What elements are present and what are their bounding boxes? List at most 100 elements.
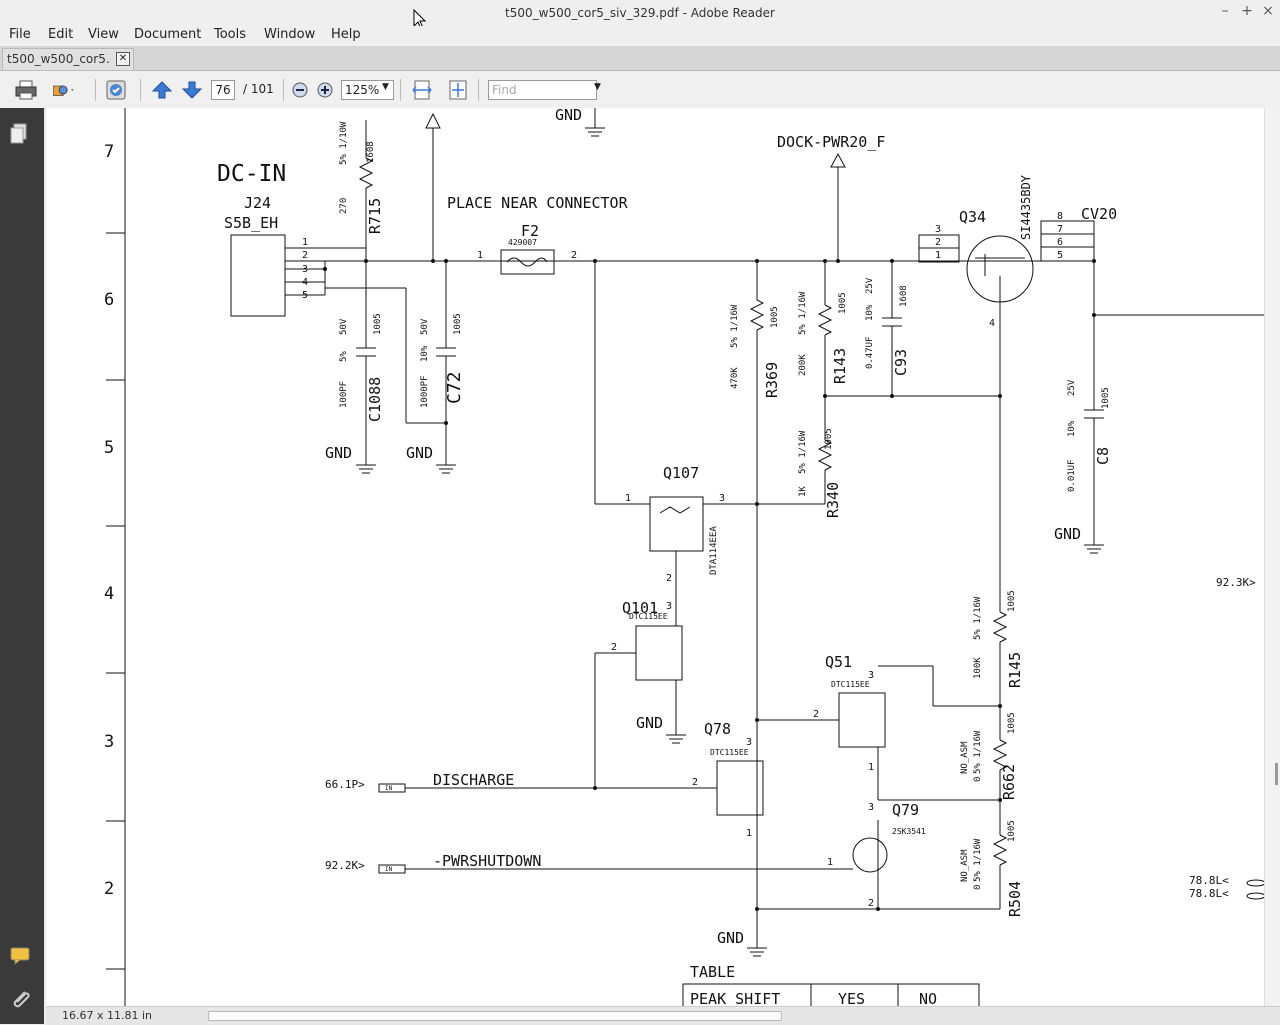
zoom-level-select[interactable]: 125% xyxy=(341,80,394,100)
document-tab-label: t500_w500_cor5... xyxy=(7,52,111,66)
c72-label: C72 xyxy=(444,371,465,404)
menu-file[interactable]: File xyxy=(9,27,31,42)
pages-panel-icon[interactable] xyxy=(9,122,31,146)
svg-text:1005: 1005 xyxy=(1007,712,1017,734)
find-options-icon[interactable]: ▼ xyxy=(594,82,601,92)
print-icon[interactable] xyxy=(14,79,38,101)
menu-tools[interactable]: Tools xyxy=(214,27,247,42)
menu-view[interactable]: View xyxy=(88,27,119,42)
svg-text:1005: 1005 xyxy=(1101,387,1111,409)
f2-label: F2 xyxy=(521,222,539,240)
fit-page-icon[interactable] xyxy=(446,79,470,101)
gnd-label: GND xyxy=(325,444,352,462)
page-total: / 101 xyxy=(243,82,274,96)
svg-text:200K: 200K xyxy=(798,354,808,376)
menu-help[interactable]: Help xyxy=(331,27,361,42)
navigation-panel xyxy=(0,108,44,1024)
chevron-down-icon[interactable]: ▼ xyxy=(382,82,389,92)
r715-label: R715 xyxy=(366,198,384,234)
svg-text:0: 0 xyxy=(973,777,983,782)
svg-text:50V: 50V xyxy=(420,318,430,335)
row-number: 5 xyxy=(104,438,114,458)
j24-label: J24 xyxy=(244,194,271,212)
svg-text:1005: 1005 xyxy=(770,306,780,328)
page-size-label: 16.67 x 11.81 in xyxy=(62,1009,153,1022)
row-number: 6 xyxy=(104,290,114,310)
collaborate-icon[interactable] xyxy=(104,79,128,101)
q34-label: Q34 xyxy=(959,208,986,226)
svg-text:1005: 1005 xyxy=(373,313,383,335)
vertical-scrollbar[interactable] xyxy=(1264,108,1280,1006)
menu-window[interactable]: Window xyxy=(264,27,316,42)
svg-text:3: 3 xyxy=(302,264,308,275)
toolbar-separator xyxy=(283,79,284,101)
minimize-icon[interactable]: – xyxy=(1221,3,1229,19)
svg-text:1005: 1005 xyxy=(824,428,834,450)
svg-text:5% 1/10W: 5% 1/10W xyxy=(339,121,349,165)
zoom-in-icon[interactable] xyxy=(313,79,337,101)
comments-panel-icon[interactable] xyxy=(9,946,33,966)
pin-number: 1 xyxy=(302,237,308,248)
zoom-out-icon[interactable] xyxy=(288,79,312,101)
share-icon[interactable] xyxy=(52,79,76,101)
place-near-label: PLACE NEAR CONNECTOR xyxy=(447,194,629,212)
gnd-label: GND xyxy=(555,108,582,124)
row-number: 2 xyxy=(104,879,114,899)
svg-text:3: 3 xyxy=(746,737,752,748)
gnd-label: GND xyxy=(717,929,744,947)
off-page-ref: 92.2K> xyxy=(325,859,365,872)
next-page-icon[interactable] xyxy=(180,79,204,101)
tab-close-icon[interactable]: ✕ xyxy=(116,52,130,66)
svg-text:2: 2 xyxy=(868,898,874,909)
menu-edit[interactable]: Edit xyxy=(48,27,74,42)
table-title: TABLE xyxy=(690,963,735,981)
dta114-label: DTA114EEA xyxy=(709,526,719,575)
c1088-label: C1088 xyxy=(366,377,384,422)
q107-label: Q107 xyxy=(663,464,699,482)
part-label: DTC115EE xyxy=(710,748,749,757)
svg-text:5% 1/16W: 5% 1/16W xyxy=(973,838,983,882)
find-input[interactable]: Find xyxy=(488,80,597,100)
document-tab[interactable]: t500_w500_cor5... ✕ xyxy=(2,48,134,70)
row-number: 4 xyxy=(104,584,114,604)
svg-text:2: 2 xyxy=(935,237,941,248)
menu-bar: File Edit View Document Tools Window Hel… xyxy=(0,26,1280,46)
close-icon[interactable]: × xyxy=(1262,3,1274,19)
discharge-label: DISCHARGE xyxy=(433,771,514,789)
svg-text:10%: 10% xyxy=(865,304,875,321)
svg-text:3: 3 xyxy=(719,493,725,504)
svg-text:10%: 10% xyxy=(420,345,430,362)
part-label: 2SK3541 xyxy=(892,827,926,836)
svg-text:2: 2 xyxy=(611,642,617,653)
off-page-ref: 78.8L< xyxy=(1189,874,1229,887)
svg-text:7: 7 xyxy=(1057,224,1063,235)
toolbar-separator xyxy=(478,79,479,101)
horizontal-scrollbar[interactable] xyxy=(208,1011,782,1021)
menu-document[interactable]: Document xyxy=(134,27,202,42)
svg-text:1: 1 xyxy=(477,250,483,261)
maximize-icon[interactable]: + xyxy=(1241,3,1253,19)
page-number-input[interactable]: 76 xyxy=(211,80,235,100)
svg-text:25V: 25V xyxy=(1067,379,1077,396)
document-page[interactable]: 7 6 5 4 3 2 DC-IN J24 S5B_EH PLACE NEAR … xyxy=(46,108,1264,1006)
part-label: DTC115EE xyxy=(629,612,668,621)
svg-text:1000PF: 1000PF xyxy=(420,375,430,408)
r340-label: R340 xyxy=(824,482,842,518)
schematic-drawing: 7 6 5 4 3 2 DC-IN J24 S5B_EH PLACE NEAR … xyxy=(104,108,1264,1006)
svg-text:5% 1/16W: 5% 1/16W xyxy=(973,730,983,774)
part-label: DTC115EE xyxy=(831,680,870,689)
svg-text:8: 8 xyxy=(1057,211,1063,222)
toolbar: 76 / 101 125% ▼ Find ▼ xyxy=(0,71,1280,109)
scrollbar-thumb[interactable] xyxy=(1275,763,1278,785)
fit-width-icon[interactable] xyxy=(410,79,434,101)
svg-text:0.01UF: 0.01UF xyxy=(1067,459,1077,492)
svg-text:2: 2 xyxy=(571,250,577,261)
svg-text:2: 2 xyxy=(302,250,308,261)
previous-page-icon[interactable] xyxy=(150,79,174,101)
svg-text:1: 1 xyxy=(625,493,631,504)
attachments-icon[interactable] xyxy=(9,988,33,1010)
svg-text:3: 3 xyxy=(935,224,941,235)
svg-text:1005: 1005 xyxy=(453,313,463,335)
gnd-label: GND xyxy=(406,444,433,462)
table-header: YES xyxy=(838,990,865,1006)
